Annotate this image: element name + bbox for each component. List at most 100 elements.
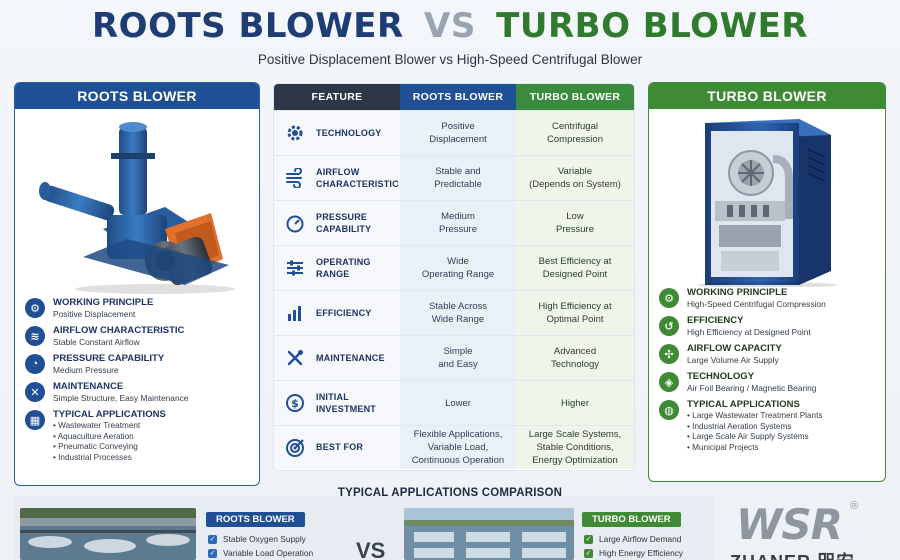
feature-title: WORKING PRINCIPLE [687,287,788,298]
logo-subtext: ZHANER 咫安 [730,548,855,560]
roots-application-badge: ROOTS BLOWER [206,512,305,527]
roots-value-cell: Medium Pressure [400,201,516,245]
list-item: Municipal Projects [687,443,822,454]
feature-cell: AIRFLOW CHARACTERISTIC [274,156,400,200]
airflow-icon: ≋ [25,326,45,346]
feature-desc: High-Speed Centrifugal Compression [687,299,826,309]
target-icon [284,437,306,459]
wrench-icon: ✕ [25,382,45,402]
header-feature: FEATURE [274,84,400,110]
comparison-table: FEATURE ROOTS BLOWER TURBO BLOWER TECHNO… [274,84,634,470]
building-icon: ▦ [25,410,45,430]
feature-title: TYPICAL APPLICATIONS [687,399,800,410]
svg-text:$: $ [291,397,299,410]
roots-blower-illustration [15,109,259,297]
feature-cell: BEST FOR [274,426,400,469]
applications-title: TYPICAL APPLICATIONS COMPARISON [337,487,563,499]
feature-desc: Medium Pressure [53,365,119,375]
feature-label: TECHNOLOGY [316,127,382,138]
turbo-application-photo [404,508,574,560]
turbo-feature-efficiency: ↺ EFFICIENCY High Efficiency at Designed… [659,315,875,338]
turbo-application-item: ✓ Large Airflow Demand [584,534,681,544]
feature-title: TYPICAL APPLICATIONS [53,409,166,420]
roots-feature-airflow: ≋ AIRFLOW CHARACTERISTIC Stable Constant… [25,325,249,348]
turbo-value-cell: Large Scale Systems, Stable Conditions, … [516,426,634,469]
check-icon: ✓ [208,548,217,558]
turbo-feature-working-principle: ⚙ WORKING PRINCIPLE High-Speed Centrifug… [659,287,875,310]
roots-blower-panel: ROOTS BLOWER [14,82,260,486]
feature-desc: Large Volume Air Supply [687,355,779,365]
roots-value-cell: Wide Operating Range [400,246,516,290]
feature-title: EFFICIENCY [687,315,744,326]
title-vs: VS [424,6,476,46]
roots-application-list: Wastewater Treatment Aquaculture Aeratio… [53,421,166,463]
gear-icon: ⚙ [659,288,679,308]
gear-icon: ⚙ [25,298,45,318]
roots-feature-working-principle: ⚙ WORKING PRINCIPLE Positive Displacemen… [25,297,249,320]
feature-title: AIRFLOW CAPACITY [687,343,782,354]
feature-label: MAINTENANCE [316,352,385,363]
turbo-panel-header: TURBO BLOWER [649,83,885,109]
feature-label: BEST FOR [316,442,364,453]
turbo-value-cell: Centrifugal Compression [516,111,634,155]
turbo-blower-panel: TURBO BLOWER [648,82,886,482]
list-item: Large Scale Air Supply Systems [687,432,822,443]
roots-feature-maintenance: ✕ MAINTENANCE Simple Structure, Easy Mai… [25,381,249,404]
check-icon: ✓ [208,534,217,544]
logo-text: WSR [736,500,843,549]
list-item: Wastewater Treatment [53,421,166,432]
feature-desc: High Efficiency at Designed Point [687,327,811,337]
turbo-value-cell: Best Efficiency at Designed Point [516,246,634,290]
list-item: Industrial Processes [53,453,166,464]
gauge-icon [284,212,306,234]
feature-label: AIRFLOW CHARACTERISTIC [316,166,399,190]
feature-label: INITIAL INVESTMENT [316,391,377,415]
roots-application-photo [20,508,196,560]
application-item-label: Variable Load Operation [223,548,314,558]
feature-cell: EFFICIENCY [274,291,400,335]
roots-value-cell: Stable and Predictable [400,156,516,200]
feature-title: AIRFLOW CHARACTERISTIC [53,325,185,336]
roots-feature-list: ⚙ WORKING PRINCIPLE Positive Displacemen… [15,297,259,463]
page-title: ROOTS BLOWER VS TURBO BLOWER [0,6,900,46]
feature-desc: Simple Structure, Easy Maintenance [53,393,189,403]
title-roots: ROOTS BLOWER [91,6,404,46]
roots-value-cell: Simple and Easy [400,336,516,380]
turbo-value-cell: Low Pressure [516,201,634,245]
turbo-blower-illustration [649,109,885,288]
feature-label: PRESSURE CAPABILITY [316,211,372,235]
airflow-icon [284,167,306,189]
sliders-icon [284,257,306,279]
feature-desc: Positive Displacement [53,309,136,319]
roots-value-cell: Positive Displacement [400,111,516,155]
turbo-application-badge: TURBO BLOWER [582,512,681,527]
gauge-icon: ◔ [25,354,45,374]
roots-blower-image [39,122,235,294]
check-icon: ✓ [584,534,593,544]
check-icon: ✓ [584,548,593,558]
fan-icon: ✣ [659,344,679,364]
feature-title: PRESSURE CAPABILITY [53,353,165,364]
feature-cell: MAINTENANCE [274,336,400,380]
list-item: Pneumatic Conveying [53,442,166,453]
turbo-feature-technology: ◈ TECHNOLOGY Air Foil Bearing / Magnetic… [659,371,875,394]
feature-desc: Stable Constant Airflow [53,337,140,347]
title-turbo: TURBO BLOWER [496,6,808,46]
feature-cell: OPERATING RANGE [274,246,400,290]
gear-icon [284,122,306,144]
roots-feature-applications: ▦ TYPICAL APPLICATIONS Wastewater Treatm… [25,409,249,463]
turbo-application-list: Large Wastewater Treatment Plants Indust… [687,411,822,453]
list-item: Aquaculture Aeration [53,432,166,443]
roots-feature-pressure: ◔ PRESSURE CAPABILITY Medium Pressure [25,353,249,376]
roots-value-cell: Lower [400,381,516,425]
roots-panel-header: ROOTS BLOWER [15,83,259,109]
roots-application-item: ✓ Variable Load Operation [208,548,313,558]
application-item-label: Large Airflow Demand [599,534,682,544]
